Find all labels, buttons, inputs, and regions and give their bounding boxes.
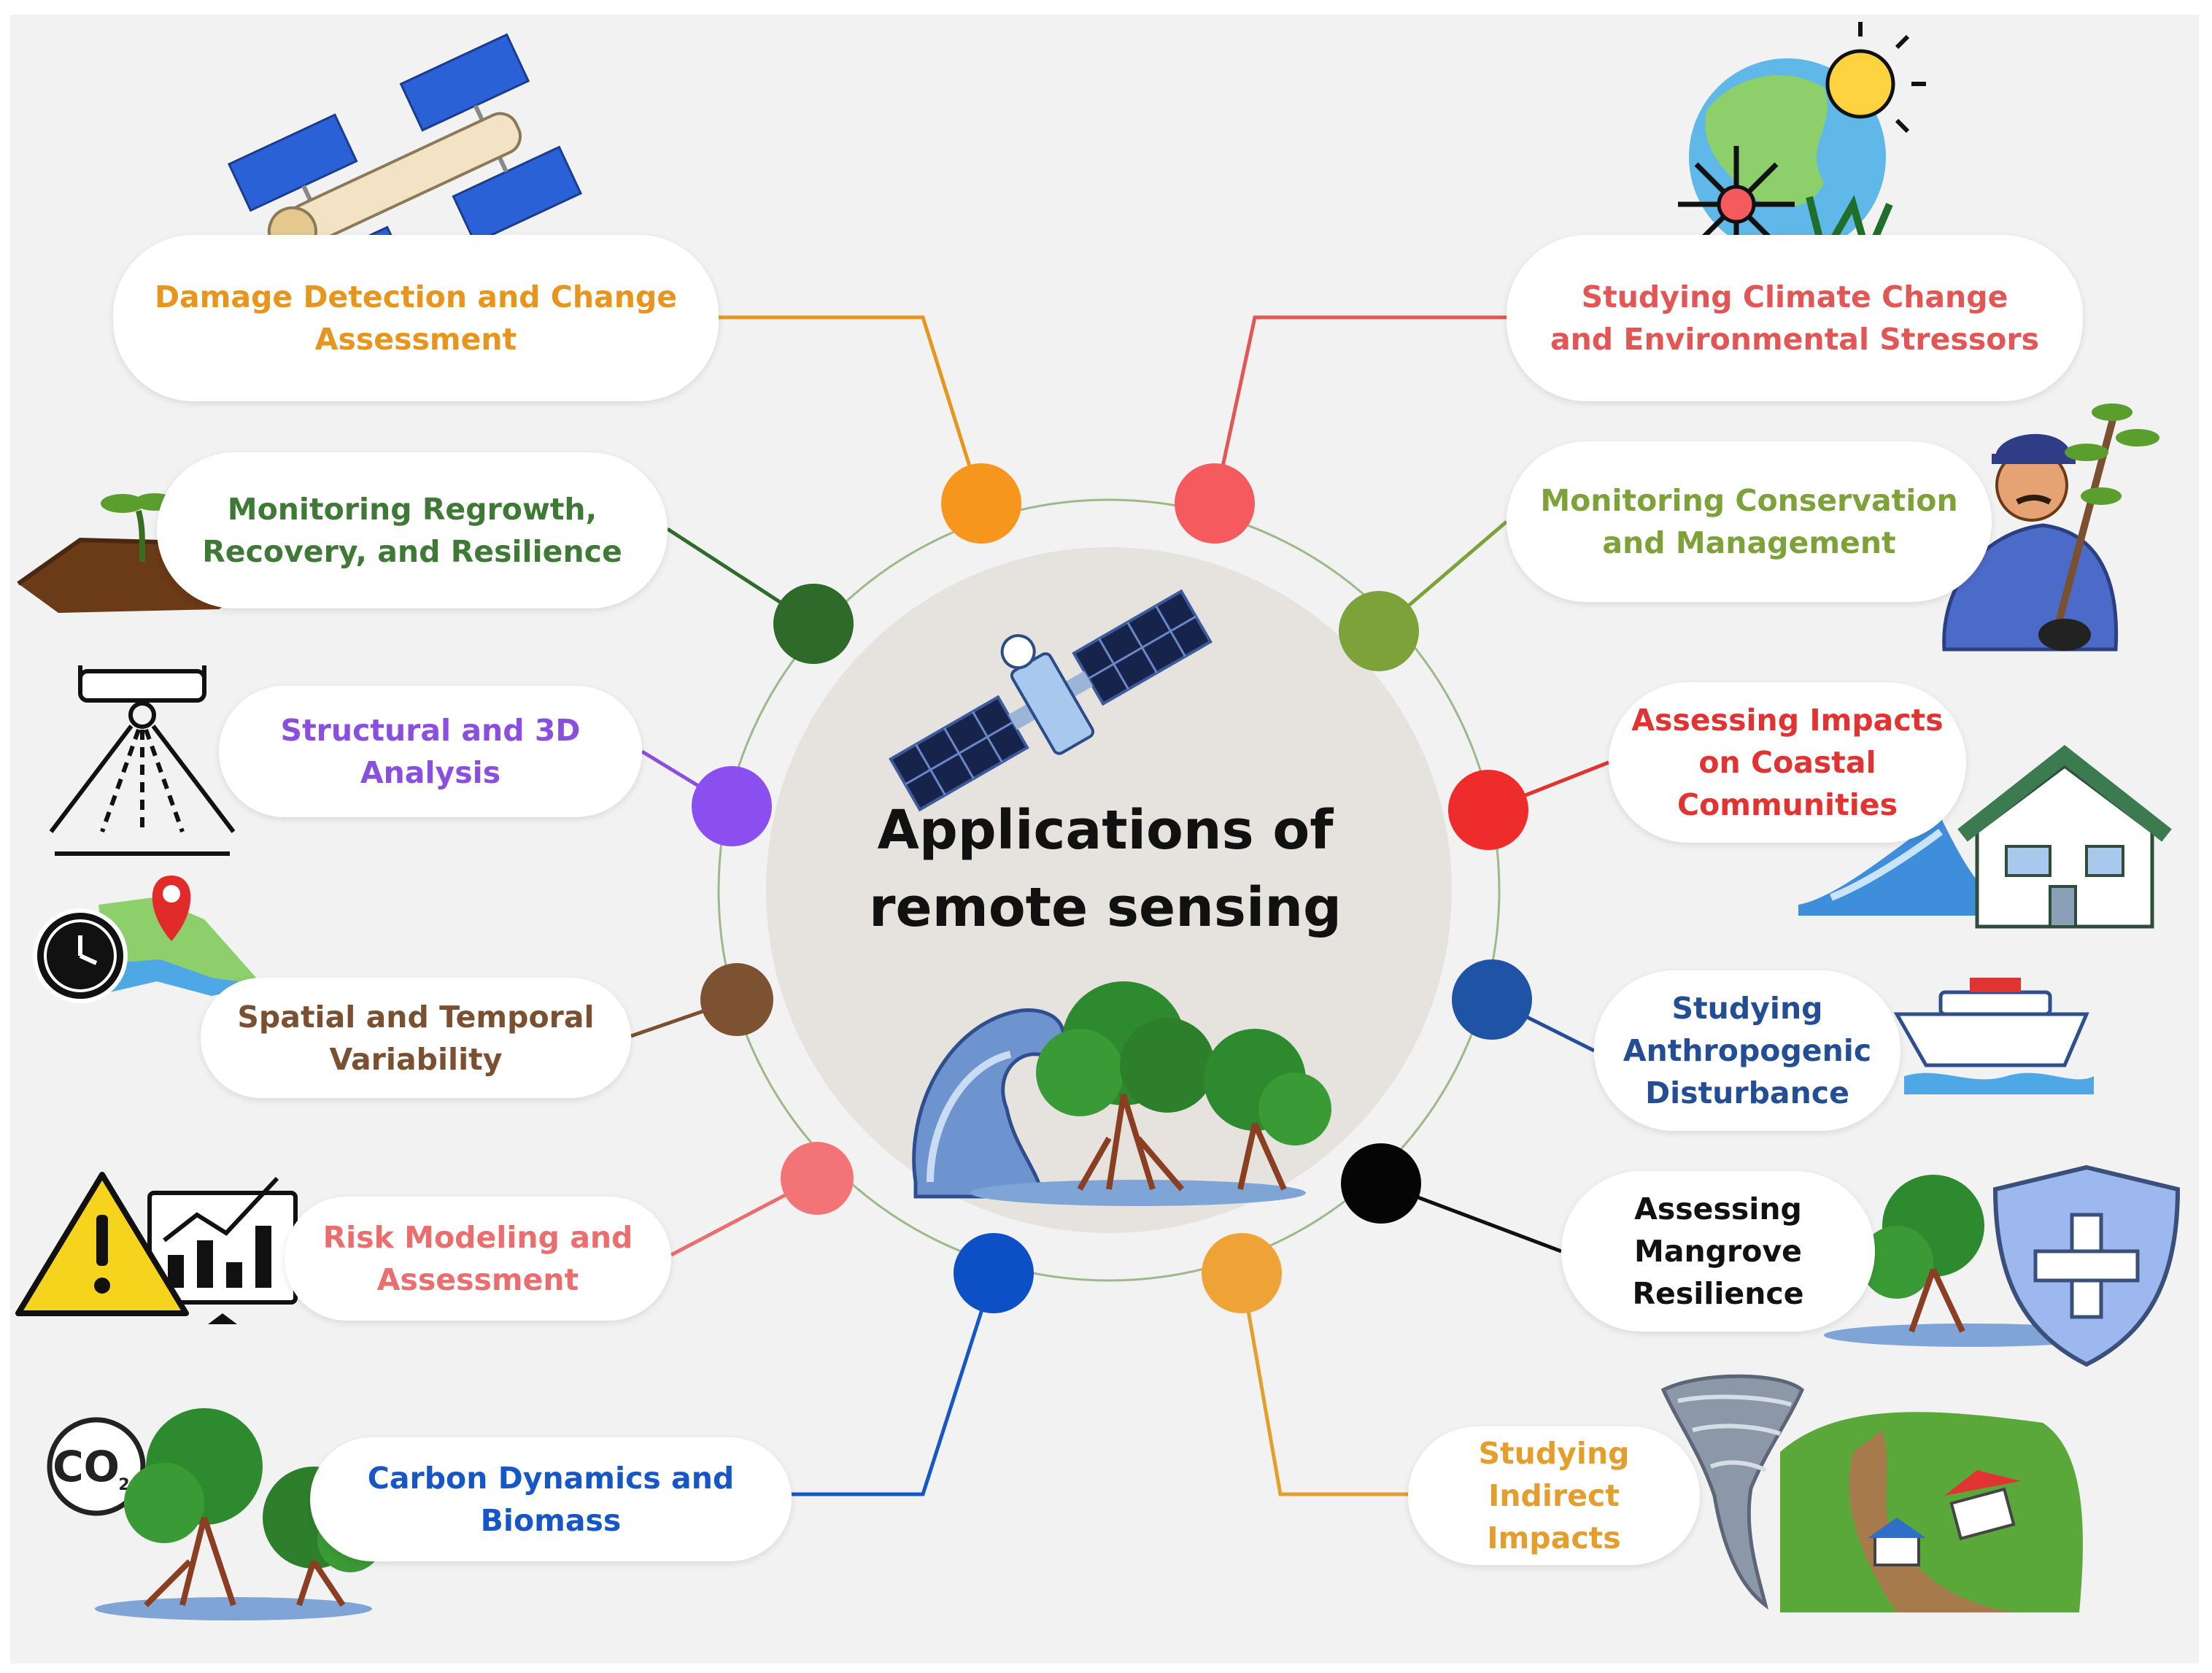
label-regrowth-line-1: Monitoring Regrowth, xyxy=(227,492,598,527)
node-mangrove xyxy=(1341,1143,1421,1224)
center-title-line-2: remote sensing xyxy=(869,876,1342,939)
label-damage-line-2: Assessment xyxy=(314,322,517,357)
co2-icon: CO 2 xyxy=(47,1417,146,1516)
label-coastal-line-3: Communities xyxy=(1677,787,1898,822)
label-indirect-line-3: Impacts xyxy=(1487,1521,1621,1556)
satellite-center-icon xyxy=(889,589,1213,812)
label-mangrove-line-3: Resilience xyxy=(1632,1276,1804,1311)
label-damage-line-1: Damage Detection and Change xyxy=(154,279,678,314)
node-dots xyxy=(692,463,1532,1313)
label-indirect-impacts: Studying Indirect Impacts xyxy=(1408,1426,1700,1565)
node-regrowth xyxy=(773,584,854,664)
label-anthropogenic-line-2: Anthropogenic xyxy=(1623,1033,1872,1068)
connector-indirect xyxy=(1240,1272,1408,1496)
node-risk xyxy=(781,1142,854,1215)
mangrove-trees-left-icon xyxy=(95,1408,383,1620)
mangrove-shield-icon xyxy=(1824,1164,2181,1367)
node-spatial xyxy=(700,963,773,1036)
cruise-ship-icon xyxy=(1893,978,2094,1094)
node-coastal xyxy=(1448,770,1528,850)
label-carbon-line-1: Carbon Dynamics and xyxy=(367,1461,735,1496)
label-damage-detection: Damage Detection and Change Assessment xyxy=(113,235,719,401)
farmer-with-plant-icon xyxy=(1942,403,2159,652)
label-anthropogenic-line-3: Disturbance xyxy=(1645,1075,1849,1110)
label-spatial-temporal: Spatial and Temporal Variability xyxy=(201,978,631,1098)
co2-text: CO xyxy=(53,1442,120,1491)
label-climate-line-1: Studying Climate Change xyxy=(1581,279,2008,314)
label-structural-3d: Structural and 3D Analysis xyxy=(219,686,642,817)
map-clock-icon xyxy=(33,876,263,1003)
label-indirect-line-1: Studying xyxy=(1478,1436,1630,1471)
label-conservation-line-1: Monitoring Conservation xyxy=(1540,483,1958,518)
label-mangrove-line-2: Mangrove xyxy=(1634,1234,1802,1269)
connector-climate xyxy=(1213,315,1507,504)
label-climate-change: Studying Climate Change and Environmenta… xyxy=(1507,235,2083,401)
label-structural-line-2: Analysis xyxy=(360,755,501,790)
node-anthropogenic xyxy=(1452,959,1532,1040)
label-monitoring-regrowth: Monitoring Regrowth, Recovery, and Resil… xyxy=(157,452,668,608)
label-mangrove-line-1: Assessing xyxy=(1634,1191,1802,1226)
label-risk-modeling: Risk Modeling and Assessment xyxy=(285,1197,671,1321)
label-anthropogenic-line-1: Studying xyxy=(1671,991,1823,1026)
label-indirect-line-2: Indirect xyxy=(1488,1478,1620,1513)
label-conservation: Monitoring Conservation and Management xyxy=(1507,441,1992,602)
label-carbon-dynamics: Carbon Dynamics and Biomass xyxy=(310,1437,792,1561)
center-title-line-1: Applications of xyxy=(877,799,1334,862)
label-risk-line-2: Assessment xyxy=(376,1262,579,1297)
climate-globe-sun-icon xyxy=(1678,22,1926,266)
node-conservation xyxy=(1339,591,1419,671)
node-indirect xyxy=(1202,1233,1282,1313)
tsunami-house-icon xyxy=(1798,745,2172,929)
label-coastal-line-1: Assessing Impacts xyxy=(1631,703,1944,738)
lidar-drone-icon xyxy=(49,665,236,856)
label-conservation-line-2: and Management xyxy=(1602,525,1896,560)
node-damage xyxy=(941,463,1021,544)
node-carbon xyxy=(954,1233,1034,1313)
label-structural-line-1: Structural and 3D xyxy=(280,713,581,748)
center-title: Applications of remote sensing xyxy=(813,792,1397,946)
connector-damage xyxy=(719,315,983,504)
label-coastal-impacts: Assessing Impacts on Coastal Communities xyxy=(1609,682,1966,843)
wave-mangrove-center-icon xyxy=(912,981,1331,1206)
label-regrowth-line-2: Recovery, and Resilience xyxy=(202,534,622,569)
node-structural xyxy=(692,766,772,846)
label-spatial-line-2: Variability xyxy=(329,1041,503,1077)
label-coastal-line-2: on Coastal xyxy=(1698,745,1876,780)
connector-carbon xyxy=(792,1272,996,1496)
warning-chart-icon xyxy=(15,1172,298,1324)
orbit-ring xyxy=(717,498,1501,1282)
tornado-landslide-icon xyxy=(1660,1374,2083,1612)
label-spatial-line-1: Spatial and Temporal xyxy=(237,999,595,1035)
node-climate xyxy=(1175,463,1255,544)
label-mangrove-resilience: Assessing Mangrove Resilience xyxy=(1561,1171,1875,1332)
label-risk-line-1: Risk Modeling and xyxy=(322,1220,633,1255)
label-anthropogenic: Studying Anthropogenic Disturbance xyxy=(1594,970,1900,1131)
label-climate-line-2: and Environmental Stressors xyxy=(1550,322,2040,357)
label-carbon-line-2: Biomass xyxy=(480,1503,622,1538)
